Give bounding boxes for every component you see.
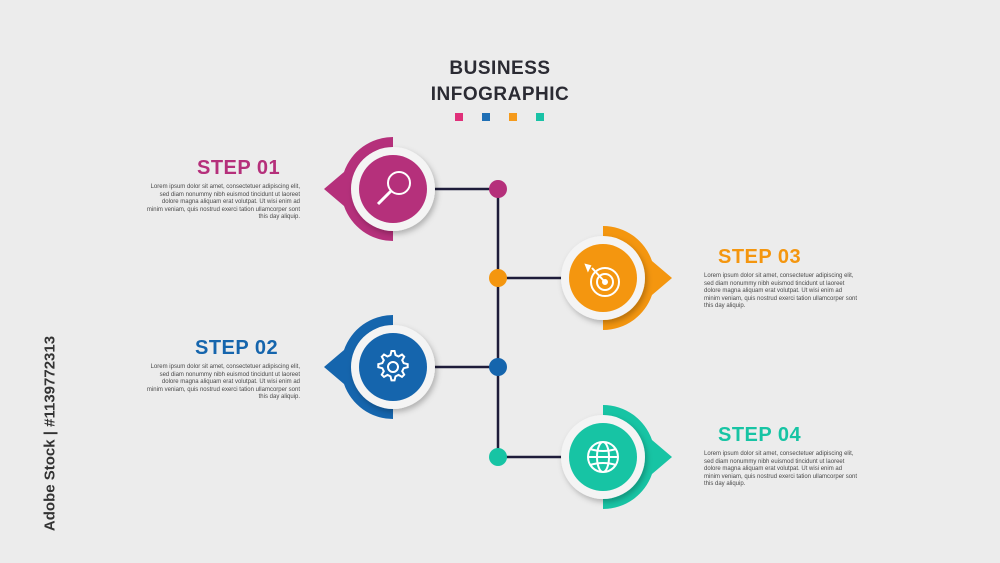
step-3-description: Lorem ipsum dolor sit amet, consectetuer… [704, 273, 858, 310]
step-1-badge [324, 137, 435, 241]
step-1-dot [489, 180, 507, 198]
step-3-dot [489, 269, 507, 287]
title-line-2: INFOGRAPHIC [430, 84, 570, 105]
step-2-label: STEP 02 [195, 337, 279, 359]
title-line-1: BUSINESS [449, 58, 551, 79]
step-4-badge [561, 405, 672, 509]
connector-lines [430, 187, 570, 459]
step-2-dot [489, 358, 507, 376]
watermark-text: Adobe Stock | #1139772313 [41, 335, 59, 532]
color-legend [455, 113, 544, 121]
step-3-label: STEP 03 [718, 246, 802, 268]
magnifier-icon [376, 171, 411, 206]
step-3-badge [561, 226, 672, 330]
step-4-dot [489, 448, 507, 466]
step-2-badge [324, 315, 435, 419]
target-icon [584, 263, 620, 297]
gear-icon [377, 350, 409, 382]
step-2-description: Lorem ipsum dolor sit amet, consectetuer… [146, 364, 300, 401]
step-1-label: STEP 01 [197, 157, 281, 179]
step-4-description: Lorem ipsum dolor sit amet, consectetuer… [704, 451, 858, 488]
step-4-label: STEP 04 [718, 424, 802, 446]
step-2-badge-inner [359, 333, 427, 401]
legend-square [509, 113, 517, 121]
step-1-description: Lorem ipsum dolor sit amet, consectetuer… [146, 184, 300, 221]
step-3-badge-inner [569, 244, 637, 312]
step-1-badge-inner [359, 155, 427, 223]
legend-square [455, 113, 463, 121]
legend-square [536, 113, 544, 121]
legend-square [482, 113, 490, 121]
globe-icon [587, 441, 619, 473]
